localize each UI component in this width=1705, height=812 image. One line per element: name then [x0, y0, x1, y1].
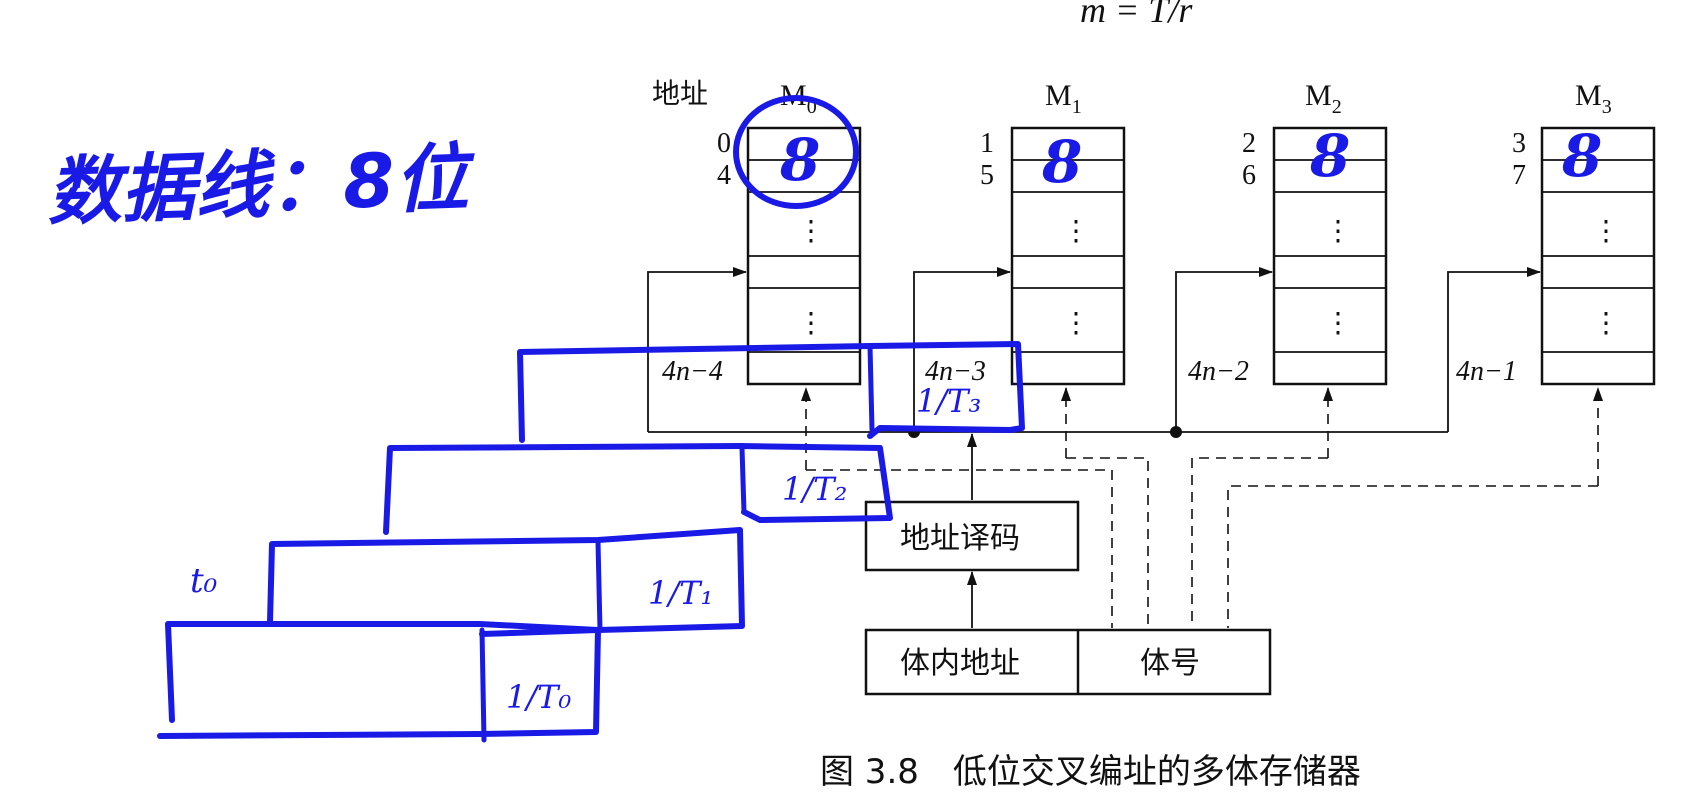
module-value-m0: 8: [779, 126, 820, 194]
vertical-dots: ⋮: [1592, 306, 1620, 339]
addr-m1-row2: 5: [980, 160, 994, 191]
formula-top: m = T/r: [1080, 0, 1193, 30]
timing-mark-3: 1/T₃: [916, 382, 981, 420]
decoder-label: 地址译码: [900, 521, 1020, 556]
vertical-dots: ⋮: [1324, 214, 1352, 247]
addr-m2-row1: 2: [1242, 128, 1256, 159]
timing-mark-2: 1/T₂: [782, 470, 847, 508]
addr-m3-row1: 3: [1512, 128, 1526, 159]
module-title-m1: M1: [1045, 79, 1082, 118]
module-value-m1: 8: [1041, 128, 1082, 196]
vertical-dots: ⋮: [1062, 306, 1090, 339]
timing-bar-0: [157, 621, 601, 739]
address-register: 体内地址 体号: [864, 628, 1272, 696]
svg-text:M1: M1: [1045, 79, 1082, 118]
addr-m0-row2: 4: [717, 160, 731, 191]
vertical-dots: ⋮: [1324, 306, 1352, 339]
timing-bar-2: [383, 443, 893, 535]
address-label: 地址: [652, 77, 708, 110]
timing-mark-0: 1/T₀: [506, 678, 571, 716]
vertical-dots: ⋮: [1062, 214, 1090, 247]
figure-caption: 图 3.8 低位交叉编址的多体存储器: [820, 752, 1361, 792]
memory-module-m0: ⋮ ⋮: [746, 126, 862, 386]
side-mark: t₀: [190, 561, 218, 601]
addr-m0-last: 4n−4: [662, 356, 723, 387]
addr-m3-row2: 7: [1512, 160, 1526, 191]
address-decoder: 地址译码: [864, 500, 1080, 628]
memory-module-m3: ⋮ ⋮: [1540, 126, 1656, 386]
memory-module-m1: ⋮ ⋮: [1010, 126, 1126, 386]
addr-m1-row1: 1: [980, 128, 994, 159]
addr-m2-row2: 6: [1242, 160, 1256, 191]
addr-m1-last: 4n−3: [925, 356, 986, 387]
svg-text:M3: M3: [1575, 79, 1612, 118]
module-title-m3: M3: [1575, 79, 1612, 118]
memory-module-m2: ⋮ ⋮: [1272, 126, 1388, 386]
handwriting: 数据线：8位 8 8 8 8 1/T₃ 1/T₂ 1/T₁ 1/T₀ t₀: [46, 95, 1602, 743]
addr-m0-row1: 0: [717, 128, 731, 159]
module-value-m3: 8: [1561, 122, 1602, 190]
vertical-dots: ⋮: [797, 214, 825, 247]
timing-bar-3: [517, 341, 1025, 443]
chip-select-lines: [801, 387, 1603, 628]
register-left-label: 体内地址: [900, 646, 1020, 681]
module-title-m2: M2: [1305, 79, 1342, 118]
address-bus: [647, 267, 1541, 500]
addr-m2-last: 4n−2: [1188, 356, 1249, 387]
module-value-m2: 8: [1309, 122, 1350, 190]
timing-mark-1: 1/T₁: [648, 574, 713, 612]
svg-text:M2: M2: [1305, 79, 1342, 118]
register-right-label: 体号: [1140, 646, 1200, 681]
vertical-dots: ⋮: [797, 306, 825, 339]
vertical-dots: ⋮: [1592, 214, 1620, 247]
handwritten-note: 数据线：8位: [46, 135, 478, 236]
addr-m3-last: 4n−1: [1456, 356, 1517, 387]
